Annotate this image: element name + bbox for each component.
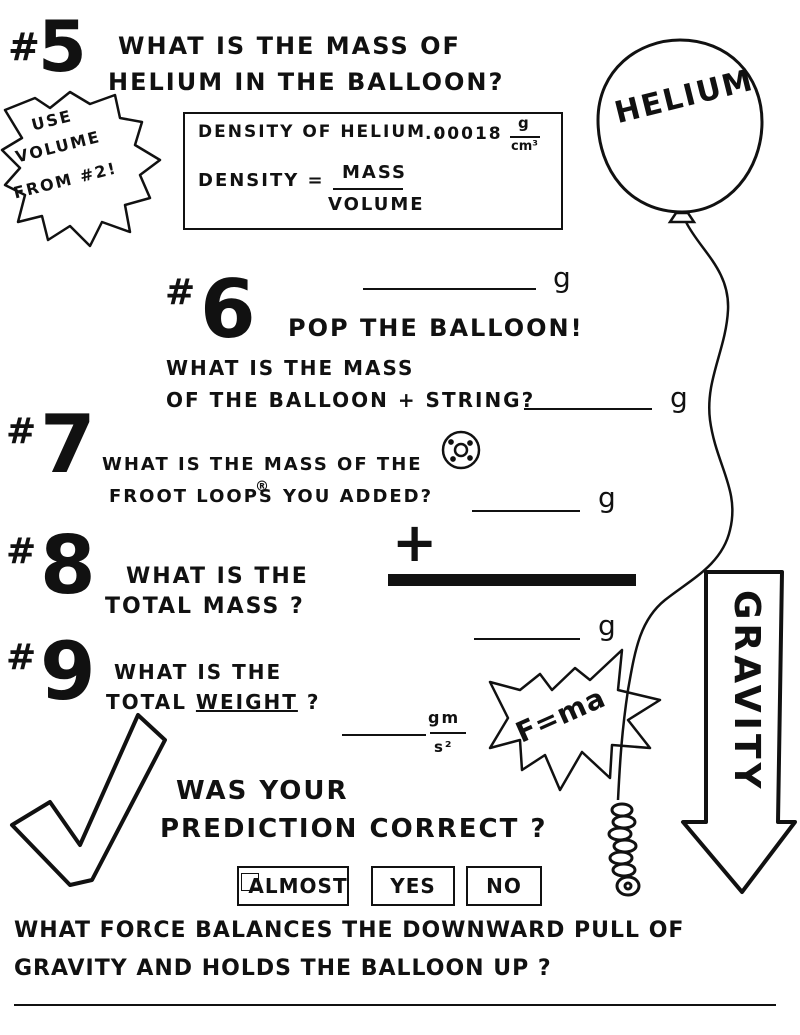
balloon-icon: [596, 38, 764, 224]
q6-line2: OF THE BALLOON + STRING?: [166, 388, 536, 412]
formula-bar: [333, 188, 403, 190]
q6-answer-blank[interactable]: [524, 408, 652, 410]
q9-line1: WHAT IS THE: [114, 660, 283, 684]
option-almost[interactable]: ALMOST: [237, 866, 349, 906]
q7-hash: #: [6, 411, 37, 452]
q8-line2: TOTAL MASS ?: [105, 594, 305, 619]
q6-pop: POP THE BALLOON!: [288, 314, 584, 342]
froot-loop-icon: [441, 430, 481, 470]
q5-title-line1: WHAT IS THE MASS OF: [118, 32, 461, 60]
balloon-string: [616, 221, 734, 801]
q5-title-line2: HELIUM IN THE BALLOON?: [108, 68, 505, 96]
q8-unit: g: [598, 609, 618, 642]
q9-answer-blank[interactable]: [342, 734, 426, 736]
option-yes[interactable]: YES: [371, 866, 455, 906]
note-burst-icon: [0, 90, 162, 248]
density-unit-num: g: [518, 114, 531, 132]
q7-unit: g: [598, 481, 618, 514]
starburst-icon: [488, 648, 662, 792]
q9-hash: #: [6, 637, 37, 678]
formula-den: VOLUME: [328, 194, 425, 215]
q9-line2-pre: TOTAL: [106, 690, 196, 714]
q7-line1: WHAT IS THE MASS OF THE: [102, 454, 423, 475]
density-label: DENSITY OF HELIUM :: [198, 122, 443, 142]
q9-unit-den: s²: [434, 738, 454, 756]
q9-line2: TOTAL WEIGHT ?: [106, 692, 320, 712]
q8-sum-bar: [388, 574, 636, 586]
q9-unit-bar: [430, 732, 466, 734]
density-box: [183, 112, 563, 230]
q9-line2-post: ?: [297, 690, 321, 714]
force-answer-line[interactable]: [14, 1004, 776, 1006]
option-yes-label: YES: [390, 874, 436, 898]
option-no-label: NO: [486, 874, 522, 898]
q7-registered: ®: [255, 479, 269, 495]
formula-lhs: DENSITY =: [198, 170, 325, 191]
q6-line1: WHAT IS THE MASS: [166, 356, 415, 380]
checkmark-icon: [10, 713, 167, 887]
formula-num: MASS: [342, 162, 407, 183]
q8-line1: WHAT IS THE: [126, 564, 309, 589]
force-question-line1: WHAT FORCE BALANCES THE DOWNWARD PULL OF: [14, 918, 685, 943]
prediction-line2: PREDICTION CORRECT ?: [160, 814, 548, 844]
q9-unit-num: gm: [428, 708, 461, 727]
q7-line2: FROOT LOOPS: [109, 486, 274, 507]
force-question-line2: GRAVITY AND HOLDS THE BALLOON UP ?: [14, 956, 552, 981]
q6-number: 6: [200, 263, 256, 356]
q8-plus: +: [392, 511, 438, 574]
option-no[interactable]: NO: [466, 866, 542, 906]
gravity-arrow-icon: [681, 570, 797, 894]
q9-weight-word: WEIGHT: [195, 690, 298, 714]
q5-number: 5: [38, 6, 87, 88]
q5-hash: #: [8, 25, 40, 69]
q6-hash: #: [165, 272, 196, 313]
q7-line2b: YOU ADDED?: [283, 486, 434, 507]
option-almost-label: ALMOST: [248, 874, 348, 898]
prediction-line1: WAS YOUR: [176, 776, 349, 806]
density-unit-den: cm³: [511, 139, 538, 154]
q7-answer-blank[interactable]: [472, 510, 580, 512]
q9-number: 9: [40, 625, 96, 718]
q7-number: 7: [40, 398, 96, 491]
density-value: .00018: [425, 124, 503, 144]
q6-unit: g: [670, 381, 690, 414]
q5-answer-blank[interactable]: [363, 288, 536, 290]
q5-unit: g: [553, 261, 573, 294]
option-almost-checkbox[interactable]: [241, 873, 259, 891]
density-unit-bar: [510, 136, 540, 138]
gravity-label: GRAVITY: [726, 590, 767, 793]
q8-answer-blank[interactable]: [474, 638, 580, 640]
cereal-stack-icon: [607, 802, 641, 897]
q8-hash: #: [6, 531, 37, 572]
q8-number: 8: [40, 519, 96, 612]
